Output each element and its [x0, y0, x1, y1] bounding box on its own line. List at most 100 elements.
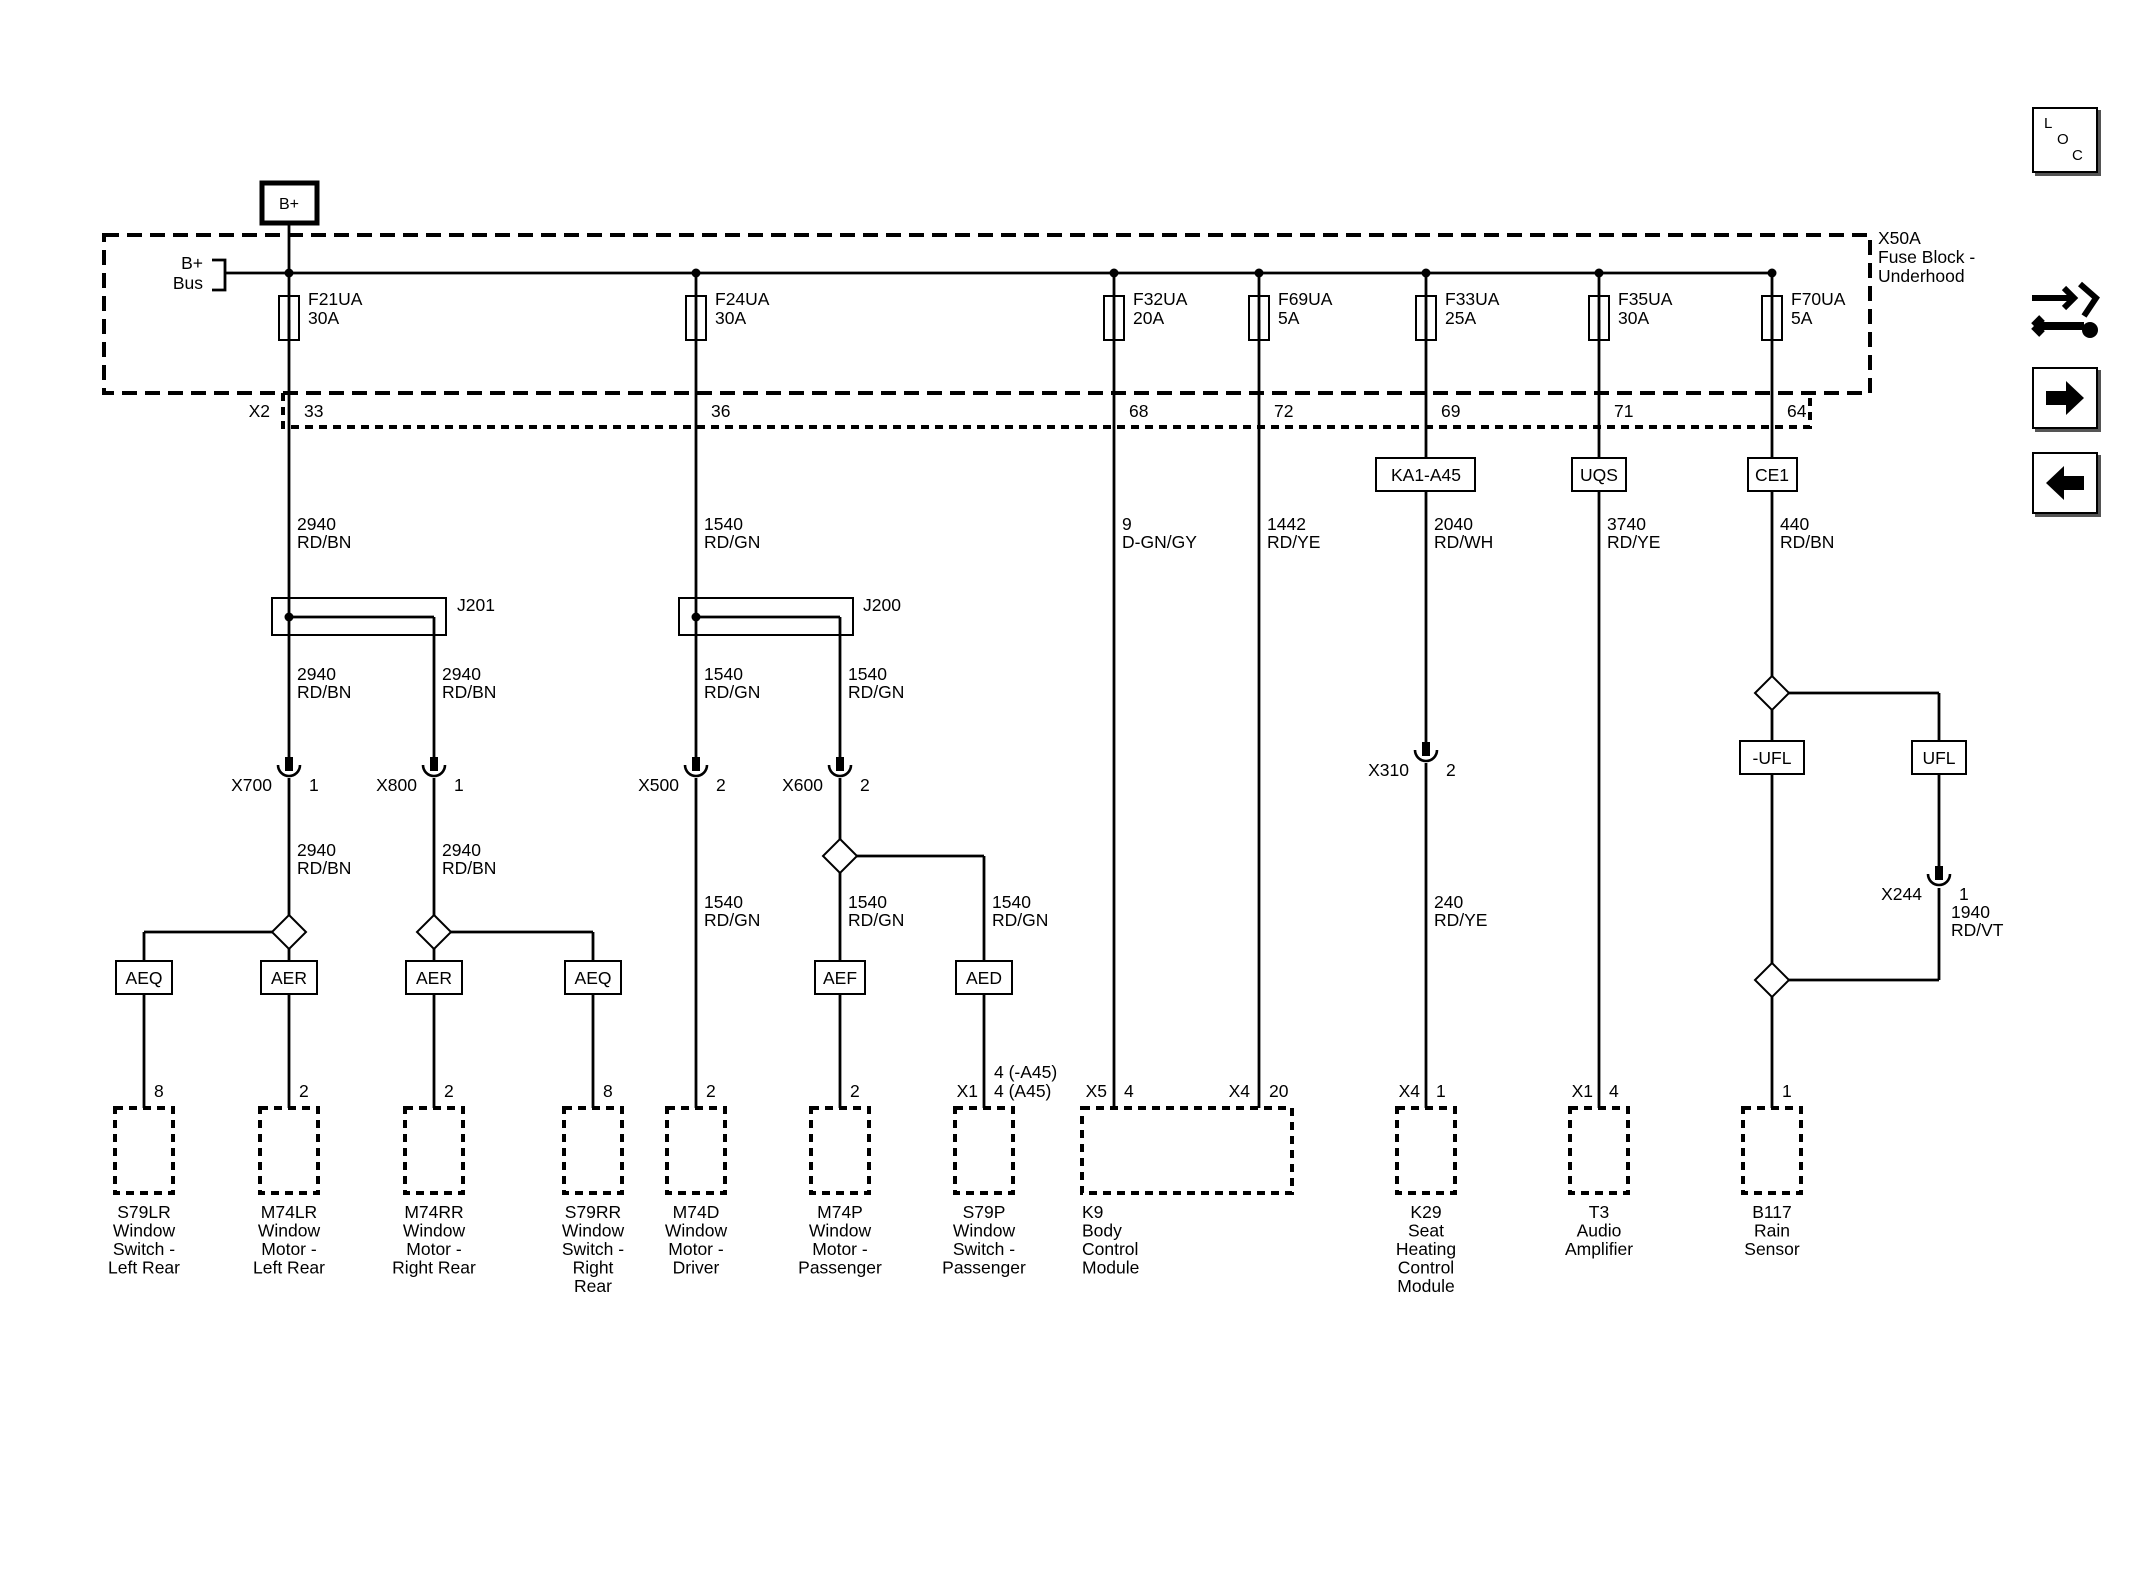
bplus-label: B+: [279, 196, 299, 213]
wire-color: RD/BN: [297, 858, 351, 878]
component-connector: X1: [1572, 1081, 1593, 1101]
component-connector: X4: [1229, 1081, 1251, 1101]
component-pin: 20: [1269, 1081, 1289, 1101]
component-pin: 4 (A45): [994, 1081, 1051, 1101]
wire-color: RD/GN: [848, 910, 904, 930]
wire-color: RD/YE: [1434, 910, 1487, 930]
option-label-aef: AEF: [823, 968, 857, 988]
inline-connector-socket: [1926, 873, 1952, 887]
inline-connector-pin-label: 2: [1446, 760, 1456, 780]
component-name-line: S79P: [963, 1202, 1006, 1222]
fuse-block-name: X50A: [1878, 228, 1921, 248]
option-box-uqs: [1571, 457, 1627, 492]
fuse-name: F69UA: [1278, 289, 1333, 309]
option-box-ka1-a45: [1375, 457, 1476, 492]
branch-splice-left-rear: [270, 913, 308, 951]
fuse-name: F70UA: [1791, 289, 1846, 309]
inline-connector-name: X244: [1881, 884, 1922, 904]
wire-color: RD/WH: [1434, 532, 1493, 552]
fuse-rating: 20A: [1133, 308, 1164, 328]
loc-letter-l: L: [2044, 115, 2053, 132]
option-label-uqs: UQS: [1580, 465, 1618, 485]
splice-j200: [678, 597, 854, 636]
wire-color: RD/BN: [297, 682, 351, 702]
option-box-ce1: [1747, 457, 1798, 492]
wire-color: RD/YE: [1267, 532, 1320, 552]
wire-circuit-number: 1540: [704, 664, 743, 684]
wire-color: RD/GN: [704, 682, 760, 702]
inline-connector-name: X500: [638, 775, 679, 795]
component-name-line: Switch -: [562, 1239, 624, 1259]
wire-circuit-number: 1540: [848, 664, 887, 684]
next-arrow-icon[interactable]: [2032, 367, 2098, 429]
fuse-pin: 64: [1787, 401, 1807, 421]
inline-connector-pin: [430, 757, 438, 771]
fuse-name: F35UA: [1618, 289, 1673, 309]
wire-color: RD/BN: [1780, 532, 1834, 552]
component-name-line: Sensor: [1744, 1239, 1800, 1259]
inline-connector-name: X700: [231, 775, 272, 795]
branch-splice-rain-1: [1753, 674, 1791, 712]
component-name-line: Left Rear: [253, 1258, 325, 1278]
component-name-line: S79LR: [117, 1202, 171, 1222]
inline-connector-pin-label: 2: [860, 775, 870, 795]
wire-circuit-number: 2940: [297, 514, 336, 534]
component-box: [1080, 1106, 1294, 1195]
inline-connector-socket: [1413, 749, 1439, 763]
fuse-pin: 69: [1441, 401, 1460, 421]
wire-color: RD/GN: [992, 910, 1048, 930]
component-name-line: Window: [258, 1221, 321, 1241]
component-name-line: Right Rear: [392, 1258, 476, 1278]
wire-circuit-number: 1940: [1951, 902, 1990, 922]
component-pin: 2: [444, 1081, 454, 1101]
component-name-line: Window: [113, 1221, 176, 1241]
wire-color: RD/BN: [297, 532, 351, 552]
component-box: [1741, 1106, 1803, 1195]
wire-circuit-number: 9: [1122, 514, 1132, 534]
inline-connector-socket: [827, 764, 853, 778]
wire-circuit-number: 1540: [992, 892, 1031, 912]
component-name-line: Window: [809, 1221, 872, 1241]
option-box-aef: [814, 960, 866, 995]
inline-connector-pin: [285, 757, 293, 771]
loc-icon[interactable]: L O C: [2032, 107, 2098, 173]
fuse-block-outline: [102, 233, 1872, 395]
bus-label-1: B+: [181, 253, 203, 273]
component-pin: 8: [603, 1081, 613, 1101]
option-label-minus-ufl: -UFL: [1753, 748, 1792, 768]
fuse-pin: 72: [1274, 401, 1293, 421]
component-name-line: Passenger: [798, 1258, 882, 1278]
component-name-line: Window: [953, 1221, 1016, 1241]
branch-splice-passenger: [821, 837, 859, 875]
inline-connector-pin: [836, 757, 844, 771]
inline-connector-pin: [692, 757, 700, 771]
previous-arrow-icon[interactable]: [2032, 452, 2098, 514]
inline-connector-pin: [1422, 742, 1430, 756]
fuse-pin: 33: [304, 401, 323, 421]
inline-connector-name: X800: [376, 775, 417, 795]
inline-connector-socket: [276, 764, 302, 778]
bus-bracket: [212, 258, 227, 292]
component-box: [403, 1106, 465, 1195]
connector-tools-icon[interactable]: [2026, 276, 2102, 346]
splice-label-j200: J200: [863, 595, 901, 615]
component-name-line: Rear: [574, 1276, 612, 1296]
wire-circuit-number: 240: [1434, 892, 1463, 912]
component-name-line: K29: [1410, 1202, 1441, 1222]
fuse-rating: 25A: [1445, 308, 1476, 328]
component-name-line: Body: [1082, 1221, 1122, 1241]
wire-circuit-number: 2940: [297, 664, 336, 684]
wire-color: RD/GN: [704, 532, 760, 552]
splice-label-j201: J201: [457, 595, 495, 615]
fuse-block-desc2: Underhood: [1878, 266, 1965, 286]
component-name-line: Rain: [1754, 1221, 1790, 1241]
inline-connector-socket: [683, 764, 709, 778]
component-name-line: M74D: [673, 1202, 720, 1222]
branch-splice-rain-2: [1753, 961, 1791, 999]
fuse-block-desc1: Fuse Block -: [1878, 247, 1975, 267]
option-label-aer-1: AER: [271, 968, 307, 988]
component-name-line: Passenger: [942, 1258, 1026, 1278]
component-name-line: M74RR: [404, 1202, 463, 1222]
inline-connector-pin-label: 2: [716, 775, 726, 795]
component-name-line: Window: [403, 1221, 466, 1241]
